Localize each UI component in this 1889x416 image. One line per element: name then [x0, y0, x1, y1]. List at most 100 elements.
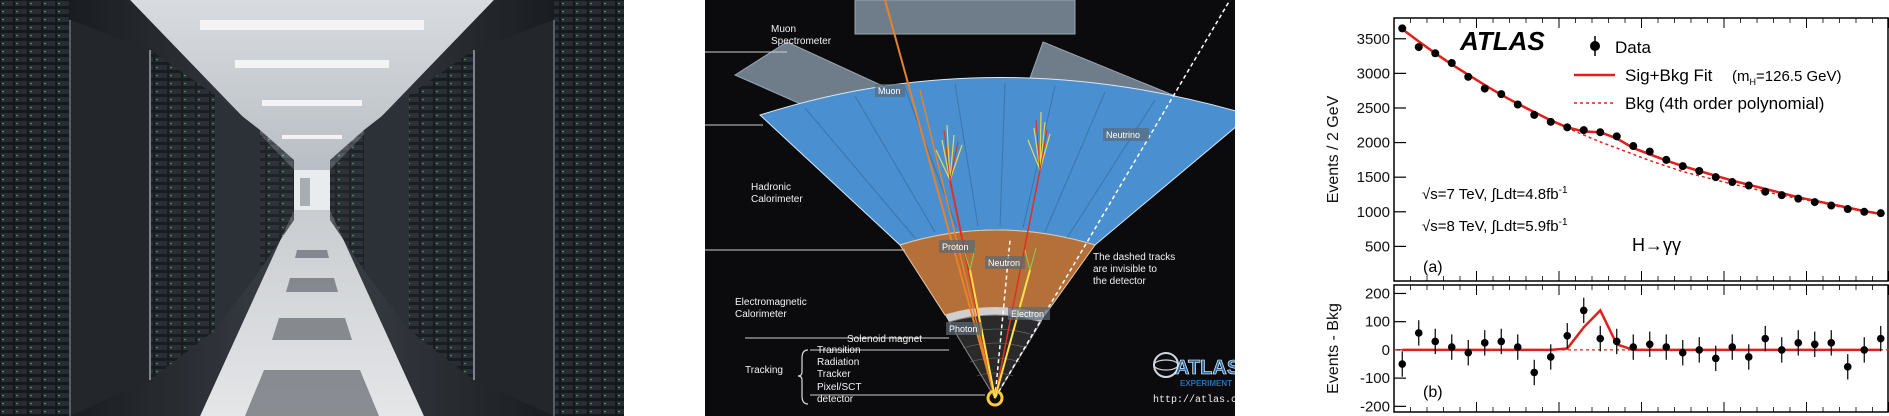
data-point: [1711, 173, 1720, 182]
datacenter-illustration: [0, 0, 624, 416]
channel-label: H→γγ: [1632, 235, 1681, 255]
y-tick-label: 200: [1365, 285, 1390, 302]
residual-point: [1761, 325, 1770, 352]
residual-point: [1513, 334, 1522, 360]
residual-point: [1579, 297, 1588, 324]
panel-a-label: (a): [1423, 259, 1443, 276]
data-point: [1513, 100, 1522, 109]
residual-point: [1678, 340, 1687, 366]
annotation-7tev: √s=7 TeV, ∫Ldt=4.8fb-1: [1422, 185, 1568, 203]
data-point: [1777, 191, 1786, 200]
muon-chamber-top: [854, 0, 1076, 35]
data-point: [1695, 166, 1704, 175]
data-point: [1876, 209, 1885, 218]
y-axis-label-bottom: Events - Bkg: [1325, 303, 1342, 394]
electron-track: [994, 269, 1031, 399]
y-tick-label: 0: [1382, 342, 1390, 359]
hadronic-calorimeter: [759, 77, 1235, 246]
residual-point: [1612, 328, 1621, 355]
residual-point: [1464, 340, 1473, 366]
em-calorimeter: [899, 229, 1096, 316]
legend-fit-param: (mH=126.5 GeV): [1732, 68, 1841, 87]
data-point: [1645, 147, 1654, 156]
data-point: [1629, 142, 1638, 151]
interaction-point: [986, 389, 1004, 407]
data-point: [1744, 181, 1753, 190]
label-photon: Photon: [949, 324, 978, 334]
residual-point: [1843, 354, 1852, 380]
data-point: [1579, 126, 1588, 135]
panel-b-label: (b): [1423, 384, 1443, 401]
neutrino-track: [994, 0, 1231, 399]
label-tracking: Tracking: [745, 365, 783, 376]
y-tick-label: 2500: [1357, 100, 1390, 117]
residual-point: [1695, 337, 1704, 363]
data-point: [1860, 207, 1869, 216]
residual-point: [1794, 330, 1803, 356]
higgs-plot-svg: 500100015002000250030003500-200-10001002…: [1325, 17, 1889, 415]
neutron-track: [994, 239, 1011, 399]
datacenter-photo: [0, 0, 624, 416]
data-point: [1480, 84, 1489, 93]
data-point: [1596, 128, 1605, 137]
residual-point: [1497, 328, 1506, 355]
residual-point: [1546, 344, 1555, 370]
residual-point: [1480, 330, 1489, 356]
data-point: [1546, 117, 1555, 126]
data-point: [1431, 49, 1440, 58]
label-solenoid: Solenoid magnet: [847, 334, 922, 345]
residual-point: [1398, 351, 1407, 377]
data-point: [1563, 123, 1572, 132]
residual-point: [1596, 325, 1605, 352]
logo-url: http://atlas.ch: [1153, 394, 1235, 406]
data-point: [1612, 132, 1621, 141]
tracker: [948, 314, 1042, 399]
data-point: [1530, 110, 1539, 119]
y-tick-label: -200: [1360, 398, 1390, 415]
data-point: [1678, 162, 1687, 171]
data-point: [1810, 198, 1819, 207]
photon-track: [969, 269, 996, 399]
y-tick-label: 3000: [1357, 65, 1390, 82]
y-tick-label: 1000: [1357, 204, 1390, 221]
label-neutrino: Neutrino: [1106, 130, 1140, 140]
residual-point: [1876, 325, 1885, 352]
label-electron: Electron: [1011, 309, 1044, 319]
label-muon: Muon: [878, 86, 901, 96]
residual-point: [1563, 323, 1572, 349]
residual-point: [1662, 334, 1671, 360]
data-point: [1827, 201, 1836, 210]
residual-point: [1447, 334, 1456, 360]
data-point: [1414, 43, 1423, 52]
residual-point: [1744, 344, 1753, 370]
residual-point: [1860, 337, 1869, 363]
data-point: [1398, 24, 1407, 33]
y-tick-label: 2000: [1357, 135, 1390, 152]
particle-labels: Muon Neutrino Proton Neutron Photon Elec…: [875, 84, 1149, 335]
data-point: [1447, 58, 1456, 67]
residual-point: [1711, 345, 1720, 372]
legend-data-marker: [1590, 36, 1600, 56]
y-tick-label: 1500: [1357, 169, 1390, 186]
y-tick-label: 100: [1365, 314, 1390, 331]
y-tick-label: -100: [1360, 370, 1390, 387]
residual-point: [1629, 334, 1638, 360]
annotation-8tev: √s=8 TeV, ∫Ldt=5.9fb-1: [1422, 217, 1568, 235]
signal-curve: [1402, 308, 1881, 352]
residual-point: [1431, 328, 1440, 355]
legend-bkg-label: Bkg (4th order polynomial): [1625, 94, 1824, 113]
residual-point: [1530, 359, 1539, 386]
data-point: [1728, 178, 1737, 187]
residual-point: [1827, 330, 1836, 356]
atlas-logo: ATLAS EXPERIMENT http://atlas.ch: [1153, 352, 1235, 406]
brand-label: ATLAS: [1459, 26, 1545, 56]
data-point: [1464, 72, 1473, 81]
